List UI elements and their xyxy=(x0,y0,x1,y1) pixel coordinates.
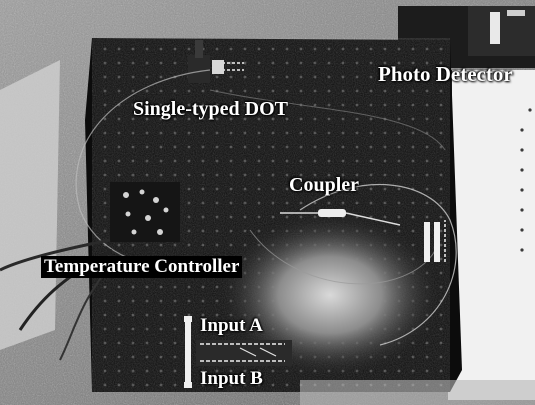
input-a-label: Input A xyxy=(200,315,263,336)
input-fixture xyxy=(185,316,191,388)
temperature-controller-label: Temperature Controller xyxy=(41,256,243,278)
right-panel xyxy=(448,70,535,400)
dot-label: Single-typed DOT xyxy=(133,98,289,120)
reflection xyxy=(215,210,445,380)
dot-device xyxy=(188,55,210,83)
coupler-label: Coupler xyxy=(289,174,359,196)
input-b-label: Input B xyxy=(200,368,263,389)
coupler-device xyxy=(318,209,346,217)
photo-detector-label: Photo Detector xyxy=(378,62,513,86)
temperature-controller-board xyxy=(110,182,180,242)
